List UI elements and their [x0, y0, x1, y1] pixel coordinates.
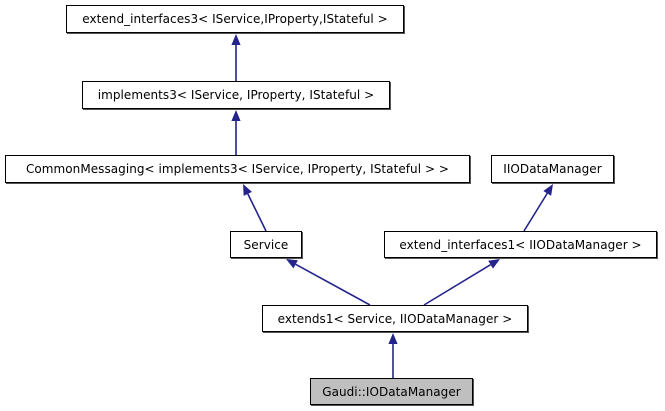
inheritance-edge-implements3-to-extend_interfaces3	[231, 34, 241, 81]
class-node-extends1[interactable]: extends1< Service, IIODataManager >	[262, 305, 528, 332]
inheritance-edge-service-to-common_messaging	[243, 184, 267, 232]
inheritance-edge-gaudi_iodatamanager-to-extends1	[388, 333, 398, 378]
class-node-label: extend_interfaces1< IIODataManager >	[399, 237, 642, 252]
edge-line	[247, 193, 267, 232]
inheritance-arrowhead-icon	[543, 184, 553, 196]
class-node-label: implements3< IService, IProperty, IState…	[97, 88, 375, 102]
edge-line	[523, 192, 548, 232]
inheritance-arrowhead-icon	[231, 110, 241, 121]
class-node-label: CommonMessaging< implements3< IService, …	[25, 162, 450, 176]
inheritance-arrowhead-icon	[388, 333, 398, 344]
inheritance-edge-extends1-to-service	[286, 259, 371, 306]
class-node-label: extends1< Service, IIODataManager >	[277, 311, 513, 326]
inheritance-arrowhead-icon	[286, 259, 298, 269]
inheritance-edge-extends1-to-extend_interfaces1	[423, 259, 500, 306]
inheritance-edge-common_messaging-to-implements3	[231, 110, 241, 155]
class-node-extend_interfaces1[interactable]: extend_interfaces1< IIODataManager >	[384, 231, 657, 258]
class-node-label: extend_interfaces3< IService,IProperty,I…	[82, 12, 388, 26]
class-node-service[interactable]: Service	[230, 231, 302, 258]
class-node-gaudi_iodatamanager[interactable]: Gaudi::IODataManager	[310, 378, 473, 405]
class-node-iiodatamanager[interactable]: IIODataManager	[491, 155, 614, 183]
inheritance-arrowhead-icon	[488, 259, 500, 269]
class-node-label: Gaudi::IODataManager	[322, 384, 461, 399]
inheritance-edge-extend_interfaces1-to-iiodatamanager	[523, 184, 553, 232]
class-node-label: IIODataManager	[503, 162, 602, 176]
edge-line	[423, 264, 492, 306]
inheritance-arrowhead-icon	[243, 184, 252, 196]
class-node-implements3[interactable]: implements3< IService, IProperty, IState…	[82, 81, 390, 109]
class-node-extend_interfaces3[interactable]: extend_interfaces3< IService,IProperty,I…	[66, 5, 404, 33]
inheritance-arrowhead-icon	[231, 34, 241, 45]
class-node-label: Service	[243, 237, 289, 252]
class-node-common_messaging[interactable]: CommonMessaging< implements3< IService, …	[5, 155, 470, 183]
edge-line	[295, 263, 371, 306]
